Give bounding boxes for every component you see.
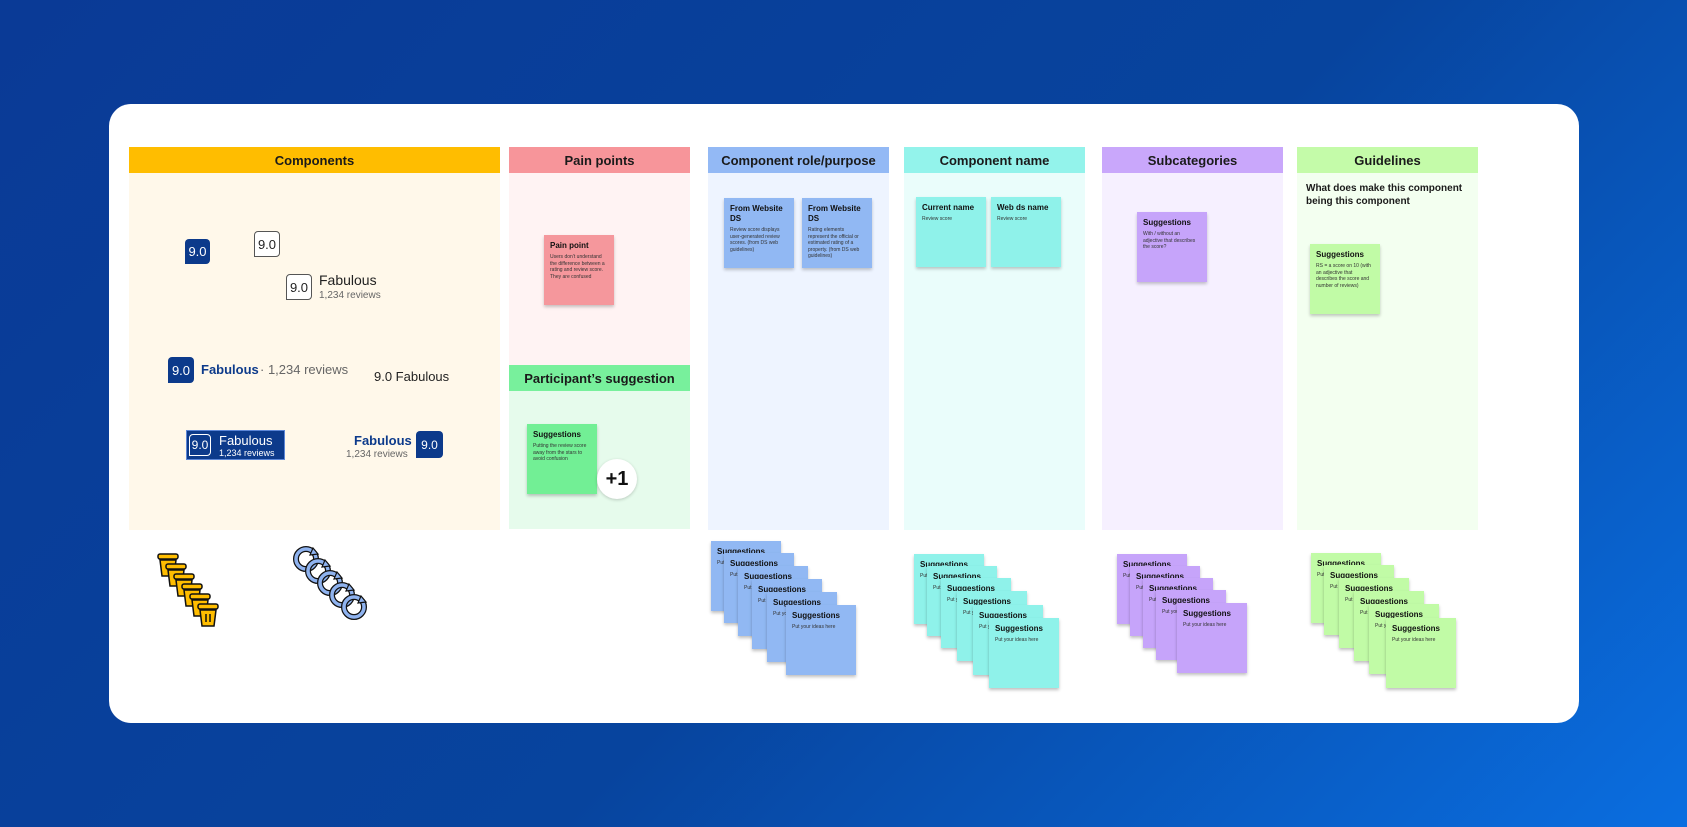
guidelines-column: Guidelines What does make this component…	[1297, 147, 1478, 530]
component-name-header: Component name	[904, 147, 1085, 173]
sticky-body: Rating elements represent the official o…	[808, 227, 860, 259]
component-role-header: Component role/purpose	[708, 147, 889, 173]
sticky-title: Suggestions	[758, 585, 807, 594]
sticky-body: With / without an adjective that describ…	[1143, 231, 1196, 250]
components-area: 9.0 9.0 9.0 Fabulous 1,234 reviews 9.0 F…	[129, 173, 500, 530]
components-column: Components 9.0 9.0 9.0 Fabulous 1,234 re…	[129, 147, 500, 530]
fabulous-inline-label: Fabulous	[201, 362, 259, 377]
whiteboard-canvas[interactable]: Components 9.0 9.0 9.0 Fabulous 1,234 re…	[109, 104, 1579, 723]
sticky-title: Suggestions	[1330, 571, 1379, 580]
sticky-title: Suggestions	[1317, 559, 1366, 568]
sticky-body: Review score	[997, 216, 1028, 222]
component-name-area: Current name Review score Web ds name Re…	[904, 173, 1085, 530]
participant-suggestion-sticky[interactable]: Suggestions Putting the review score awa…	[527, 424, 597, 494]
participant-suggestion-column: Participant’s suggestion Suggestions Put…	[509, 365, 690, 529]
sticky-title: Suggestions	[1136, 572, 1185, 581]
sticky-title: Suggestions	[920, 560, 969, 569]
sticky-title: Suggestions	[979, 611, 1028, 620]
review-score-badge-outline[interactable]: 9.0	[254, 231, 280, 257]
pain-points-header: Pain points	[509, 147, 690, 173]
sticky-body: Review score	[922, 216, 953, 222]
subcategory-sticky-1[interactable]: Suggestions With / without an adjective …	[1137, 212, 1207, 282]
pain-point-sticky[interactable]: Pain point Users don’t understand the di…	[544, 235, 614, 305]
sticky-title: Suggestions	[1316, 250, 1365, 259]
plus-one-reaction[interactable]: +1	[597, 459, 637, 499]
guideline-sticky-1[interactable]: Suggestions RS = a score on 10 (with an …	[1310, 244, 1380, 314]
sticky-title: Suggestions	[1143, 218, 1192, 227]
sticky-body: Review score displays user-generated rev…	[730, 227, 780, 253]
sticky-title: Suggestions	[1392, 624, 1441, 633]
score-fabulous-text: 9.0 Fabulous	[374, 369, 450, 384]
reviews-count: 1,234 reviews	[319, 290, 381, 301]
name-sticky-1[interactable]: Current name Review score	[916, 197, 986, 267]
name-sticky-2[interactable]: Web ds name Review score	[991, 197, 1061, 267]
component-role-column: Component role/purpose From Website DS R…	[708, 147, 889, 530]
sticky-title: Suggestions	[1345, 584, 1394, 593]
sticky-title: Suggestions	[1183, 609, 1232, 618]
sticky-body: Put your ideas here	[792, 624, 836, 630]
sticky-title: Suggestions	[717, 547, 766, 556]
pain-points-column: Pain points Pain point Users don’t under…	[509, 147, 690, 366]
review-score-badge-selected: 9.0	[189, 434, 211, 456]
review-score-badge-right[interactable]: 9.0	[416, 431, 443, 458]
review-score-badge-inline[interactable]: 9.0	[168, 357, 194, 383]
review-score-selected[interactable]: 9.0 Fabulous 1,234 reviews	[186, 430, 285, 460]
sticky-title: Suggestions	[533, 430, 582, 439]
sticky-title: Suggestions	[1123, 560, 1172, 569]
component-name-column: Component name Current name Review score…	[904, 147, 1085, 530]
role-sticky-1[interactable]: From Website DS Review score displays us…	[724, 198, 794, 268]
participant-suggestion-area: Suggestions Putting the review score awa…	[509, 391, 690, 529]
subcategories-header: Subcategories	[1102, 147, 1283, 173]
components-header: Components	[129, 147, 500, 173]
fabulous-selected-label: Fabulous	[219, 433, 273, 448]
sticky-title: Suggestions	[1375, 610, 1424, 619]
sticky-title: Suggestions	[963, 597, 1012, 606]
sticky-body: Put your ideas here	[1392, 637, 1436, 643]
sticky-body: Users don’t understand the difference be…	[550, 254, 605, 280]
sticky-title: Suggestions	[1360, 597, 1409, 606]
sticky-body: RS = a score on 10 (with an adjective th…	[1316, 263, 1371, 289]
reviews-selected-count: 1,234 reviews	[219, 448, 275, 458]
sticky-title: Current name	[922, 203, 975, 212]
subcategories-area: Suggestions With / without an adjective …	[1102, 173, 1283, 530]
trash-can-icon[interactable]	[196, 602, 220, 628]
sticky-title: From Website DS	[730, 204, 783, 223]
fabulous-right-label: Fabulous	[354, 433, 412, 448]
review-score-badge-solid[interactable]: 9.0	[185, 239, 210, 264]
inline-reviews-count: · 1,234 reviews	[260, 362, 349, 377]
refresh-arrows-icon[interactable]	[339, 592, 369, 622]
sticky-body: Putting the review score away from the s…	[533, 443, 587, 462]
sticky-title: Web ds name	[997, 203, 1049, 212]
sticky-title: Suggestions	[947, 584, 996, 593]
component-role-area: From Website DS Review score displays us…	[708, 173, 889, 530]
sticky-title: Suggestions	[730, 559, 779, 568]
sticky-body: Put your ideas here	[1183, 622, 1227, 628]
sticky-body: Put your ideas here	[995, 637, 1039, 643]
sticky-title: Suggestions	[792, 611, 841, 620]
participant-suggestion-header: Participant’s suggestion	[509, 365, 690, 391]
sticky-title: Suggestions	[933, 572, 982, 581]
guidelines-area: What does make this component being this…	[1297, 173, 1478, 530]
sticky-title: Suggestions	[1162, 596, 1211, 605]
sticky-title: Suggestions	[744, 572, 793, 581]
review-score-badge-outline-large[interactable]: 9.0	[286, 274, 312, 300]
subcategories-column: Subcategories Suggestions With / without…	[1102, 147, 1283, 530]
sticky-title: Pain point	[550, 241, 589, 250]
sticky-title: Suggestions	[773, 598, 822, 607]
sticky-title: Suggestions	[995, 624, 1044, 633]
reviews-right-count: 1,234 reviews	[346, 449, 408, 460]
guidelines-question: What does make this component being this…	[1306, 183, 1463, 207]
sticky-title: Suggestions	[1149, 584, 1198, 593]
pain-points-area: Pain point Users don’t understand the di…	[509, 173, 690, 366]
sticky-title: From Website DS	[808, 204, 861, 223]
guidelines-header: Guidelines	[1297, 147, 1478, 173]
fabulous-label: Fabulous	[319, 272, 377, 288]
role-sticky-2[interactable]: From Website DS Rating elements represen…	[802, 198, 872, 268]
